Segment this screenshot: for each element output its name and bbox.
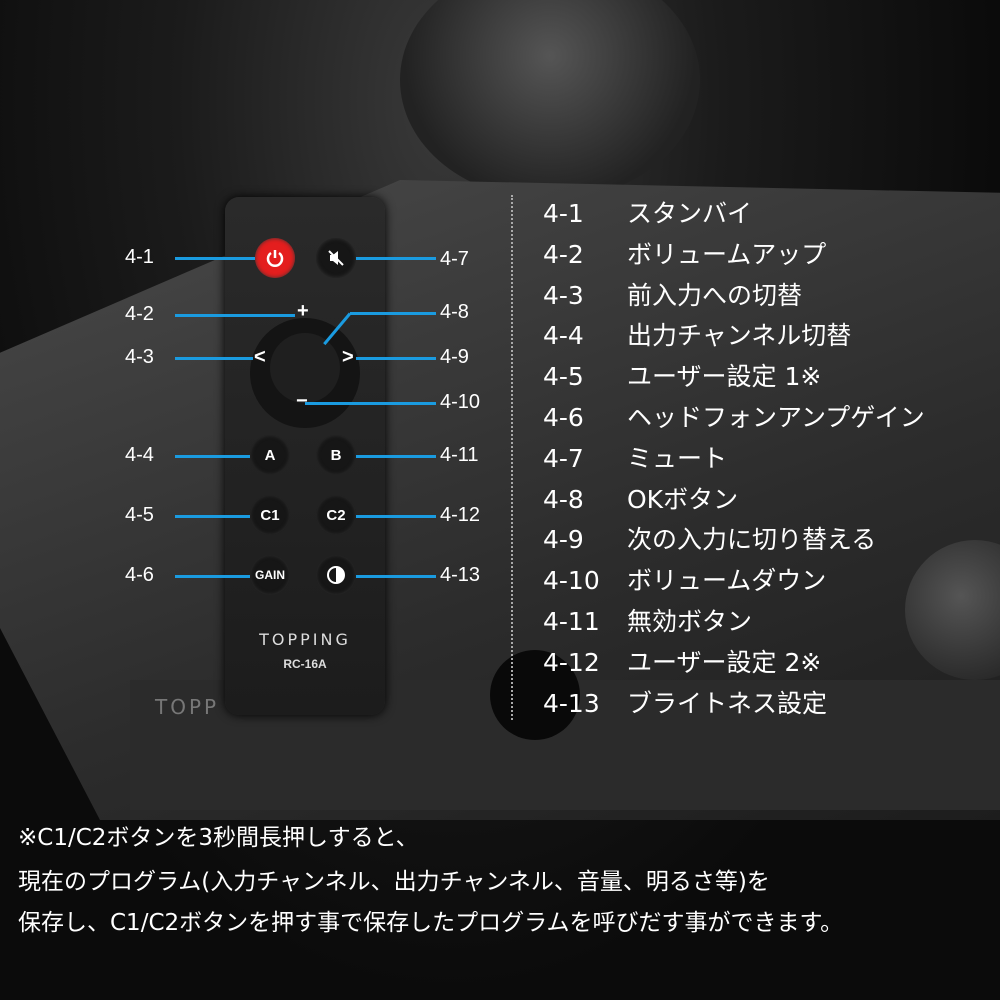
power-button[interactable] xyxy=(255,238,295,278)
legend-row: 4-13 ブライトネス設定 xyxy=(543,684,827,720)
brightness-button[interactable] xyxy=(316,555,356,595)
legend-row: 4-6 ヘッドフォンアンプゲイン xyxy=(543,398,925,434)
legend-text: ミュート xyxy=(627,443,728,473)
legend-text: OKボタン xyxy=(627,484,739,514)
remote-model: RC-16A xyxy=(283,657,327,671)
callout-line xyxy=(356,257,436,260)
b-button[interactable]: B xyxy=(316,435,356,475)
c1-button[interactable]: C1 xyxy=(250,495,290,535)
legend-text: スタンバイ xyxy=(627,199,753,228)
callout-line xyxy=(175,515,250,518)
callout-label: 4-1 xyxy=(125,246,154,268)
callout-label: 4-11 xyxy=(440,444,479,466)
callout-line xyxy=(356,357,436,360)
legend-number: 4-13 xyxy=(543,688,600,718)
legend-number: 4-6 xyxy=(543,403,584,432)
divider xyxy=(511,195,513,720)
callout-label: 4-9 xyxy=(440,346,469,368)
legend-text: 次の入力に切り替える xyxy=(627,525,877,555)
callout-line xyxy=(350,312,436,315)
headphone-jack xyxy=(490,650,580,740)
callout-line xyxy=(305,402,436,405)
callout-line xyxy=(356,455,436,458)
next-input-button[interactable]: > xyxy=(342,346,354,368)
legend-row: 4-10 ボリュームダウン xyxy=(543,561,826,597)
legend-number: 4-4 xyxy=(543,321,584,351)
callout-label: 4-13 xyxy=(440,564,481,586)
brightness-icon xyxy=(327,566,345,584)
callout-label: 4-10 xyxy=(440,391,481,413)
legend-row: 4-4 出力チャンネル切替 xyxy=(543,316,851,352)
remote-brand: TOPPING xyxy=(259,630,351,649)
callout-label: 4-4 xyxy=(125,444,154,466)
a-button[interactable]: A xyxy=(250,435,290,475)
volume-up-button[interactable]: + xyxy=(297,300,309,322)
callout-label: 4-3 xyxy=(125,346,154,368)
callout-line xyxy=(356,515,436,518)
legend-text: ボリュームダウン xyxy=(627,566,827,596)
legend-row: 4-9 次の入力に切り替える xyxy=(543,520,876,556)
callout-label: 4-2 xyxy=(125,303,154,325)
legend-row: 4-11 無効ボタン xyxy=(543,602,752,638)
callout-label: 4-5 xyxy=(125,504,154,526)
callout-label: 4-7 xyxy=(440,248,469,270)
legend-text: 前入力への切替 xyxy=(627,280,803,310)
mute-button[interactable] xyxy=(316,238,356,278)
gain-button[interactable]: GAIN xyxy=(250,555,290,595)
legend-number: 4-7 xyxy=(543,443,584,473)
legend-number: 4-10 xyxy=(543,566,600,596)
note-line: 現在のプログラム(入力チャンネル、出力チャンネル、音量、明るさ等)を xyxy=(18,869,770,895)
legend-number: 4-1 xyxy=(543,199,584,228)
callout-label: 4-12 xyxy=(440,504,481,526)
legend-row: 4-7 ミュート xyxy=(543,439,727,475)
callout-label: 4-6 xyxy=(125,564,154,586)
note-line: 保存し、C1/C2ボタンを押す事で保存したプログラムを呼びだす事ができます。 xyxy=(18,910,844,936)
power-icon xyxy=(266,250,284,267)
amplifier-logo: TOPP xyxy=(155,695,220,719)
legend-number: 4-5 xyxy=(543,362,584,392)
note-line: ※C1/C2ボタンを3秒間長押しすると、 xyxy=(18,825,419,851)
previous-input-button[interactable]: < xyxy=(254,346,266,368)
callout-line xyxy=(356,575,436,578)
legend-text: ユーザー設定 2※ xyxy=(627,647,822,677)
legend-text: ユーザー設定 1※ xyxy=(627,362,822,392)
legend-row: 4-12 ユーザー設定 2※ xyxy=(543,643,821,679)
volume-down-button[interactable]: − xyxy=(296,390,308,412)
legend-row: 4-1 スタンバイ xyxy=(543,194,752,230)
legend-number: 4-2 xyxy=(543,239,584,269)
legend-row: 4-2 ボリュームアップ xyxy=(543,235,826,271)
legend-number: 4-12 xyxy=(543,647,600,677)
legend-row: 4-8 OKボタン xyxy=(543,480,738,516)
legend-text: ブライトネス設定 xyxy=(627,688,828,718)
legend-text: ボリュームアップ xyxy=(627,239,827,269)
callout-line xyxy=(175,455,250,458)
legend-number: 4-8 xyxy=(543,484,584,514)
legend-row: 4-5 ユーザー設定 1※ xyxy=(543,357,821,393)
headphone-image xyxy=(400,0,700,200)
callout-line xyxy=(175,575,250,578)
legend-text: 出力チャンネル切替 xyxy=(627,321,852,351)
c2-button[interactable]: C2 xyxy=(316,495,356,535)
callout-line xyxy=(175,314,295,317)
legend-number: 4-11 xyxy=(543,607,600,636)
ok-button[interactable] xyxy=(270,333,340,403)
callout-line xyxy=(175,257,255,260)
callout-line xyxy=(175,357,253,360)
legend-row: 4-3 前入力への切替 xyxy=(543,276,802,312)
callout-label: 4-8 xyxy=(440,301,469,323)
legend-number: 4-3 xyxy=(543,280,584,310)
mute-icon xyxy=(328,250,344,266)
legend-text: ヘッドフォンアンプゲイン xyxy=(627,403,925,432)
legend-number: 4-9 xyxy=(543,525,584,555)
legend-text: 無効ボタン xyxy=(627,607,753,636)
